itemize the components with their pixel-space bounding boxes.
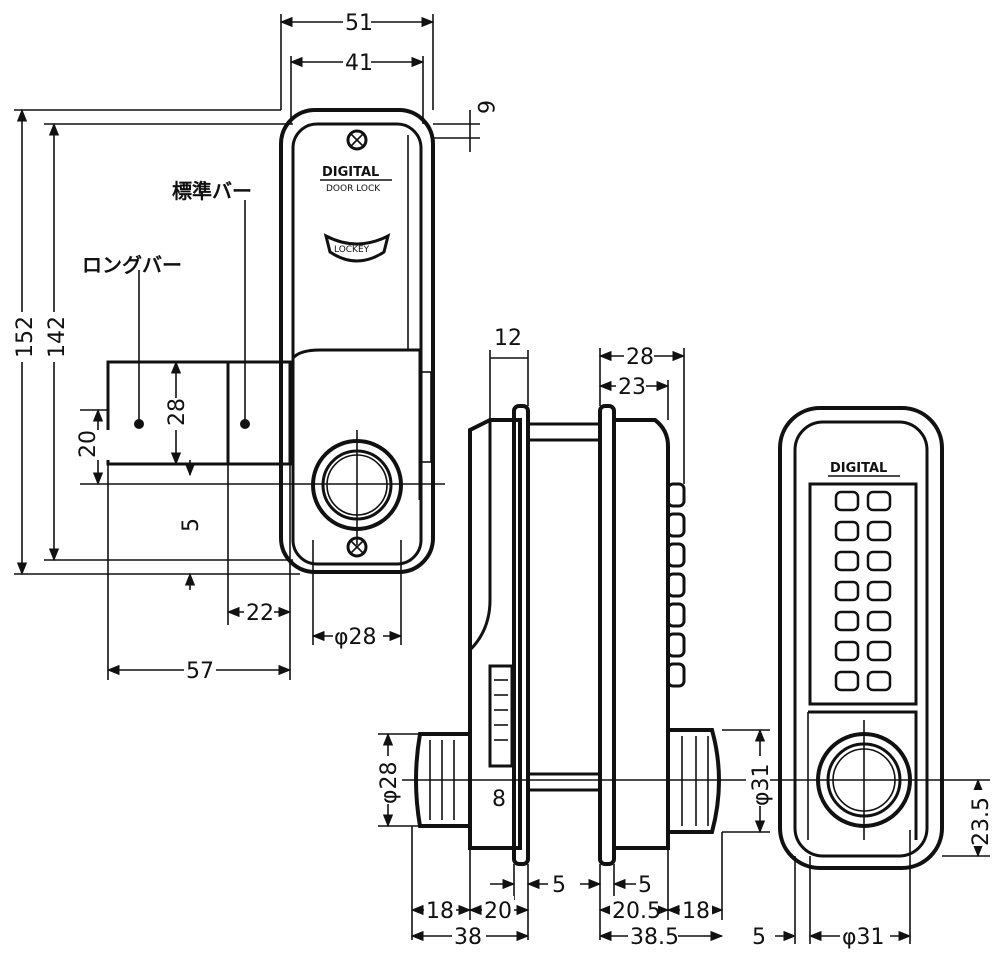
lockey-badge-icon [323,233,391,263]
brand-doorlock-text: DOOR LOCK [326,184,381,194]
top-screw-icon [346,129,368,151]
front-body-inner [291,122,423,566]
keypad-view: DIGITAL 23.5 [752,406,994,950]
key-8[interactable] [866,580,892,602]
dim-20-5: 20.5 [612,899,661,924]
key-5[interactable] [834,550,860,572]
dim-22: 22 [246,601,274,626]
dim-41: 41 [345,51,373,76]
dim-20-side: 20 [484,899,512,924]
dim-23-5: 23.5 [969,797,994,846]
key-1[interactable] [834,490,860,512]
side-rear-body [612,418,670,850]
side-knob-left [414,732,472,828]
key-6[interactable] [866,550,892,572]
key-3[interactable] [834,520,860,542]
dim-6: 6 [472,100,497,114]
key-14[interactable] [866,670,892,692]
key-13[interactable] [834,670,860,692]
key-10[interactable] [866,610,892,632]
keypad-panel [808,482,918,706]
dim-12: 12 [494,326,522,351]
keypad-keys [834,490,892,692]
brand-digital-text: DIGITAL [322,165,379,180]
side-keypad-buttons [666,482,686,688]
standard-bar-label: 標準バー [172,179,252,203]
dim-5: 5 [179,518,204,532]
side-plate-right [598,404,616,866]
dim-51: 51 [345,11,373,36]
front-body-outer [279,108,435,574]
dim-18-left: 18 [426,899,454,924]
standard-bar [226,360,292,466]
dim-57: 57 [186,659,214,684]
side-knob-right [666,728,721,834]
dim-phi28-side: φ28 [377,761,402,804]
dim-28-side: 28 [626,345,654,370]
dim-8: 8 [492,787,506,812]
dim-142: 142 [45,316,70,358]
dim-5-keypad: 5 [752,925,766,950]
key-9[interactable] [834,610,860,632]
dim-phi28-front: φ28 [334,625,377,650]
key-12[interactable] [866,640,892,662]
long-bar-label: ロングバー [82,253,182,277]
dim-38-5: 38.5 [630,925,679,950]
dim-28-bar: 28 [165,398,190,426]
dim-18-right: 18 [682,899,710,924]
key-11[interactable] [834,640,860,662]
brand-lockey-text: LOCKEY [334,245,370,255]
dim-5-right-gap: 5 [638,873,652,898]
front-view: DIGITAL DOOR LOCK LOCKEY 標準バー ロングバー [12,8,497,684]
dim-20: 20 [76,430,101,458]
dim-5-left-gap: 5 [552,873,566,898]
keypad-body-outer [778,406,944,870]
dim-phi31-keypad: φ31 [842,925,885,950]
side-vent [488,664,514,768]
dim-152: 152 [13,316,38,358]
key-2[interactable] [866,490,892,512]
key-7[interactable] [834,580,860,602]
keypad-body-inner [793,420,929,858]
dim-23: 23 [618,375,646,400]
key-4[interactable] [866,520,892,542]
dim-38: 38 [454,925,482,950]
side-view: 12 28 23 φ28 8 5 5 [376,326,774,950]
lower-housing [291,348,422,500]
keypad-brand-text: DIGITAL [830,461,887,476]
dim-phi31-side: φ31 [749,763,774,806]
side-plate-left [512,404,530,866]
